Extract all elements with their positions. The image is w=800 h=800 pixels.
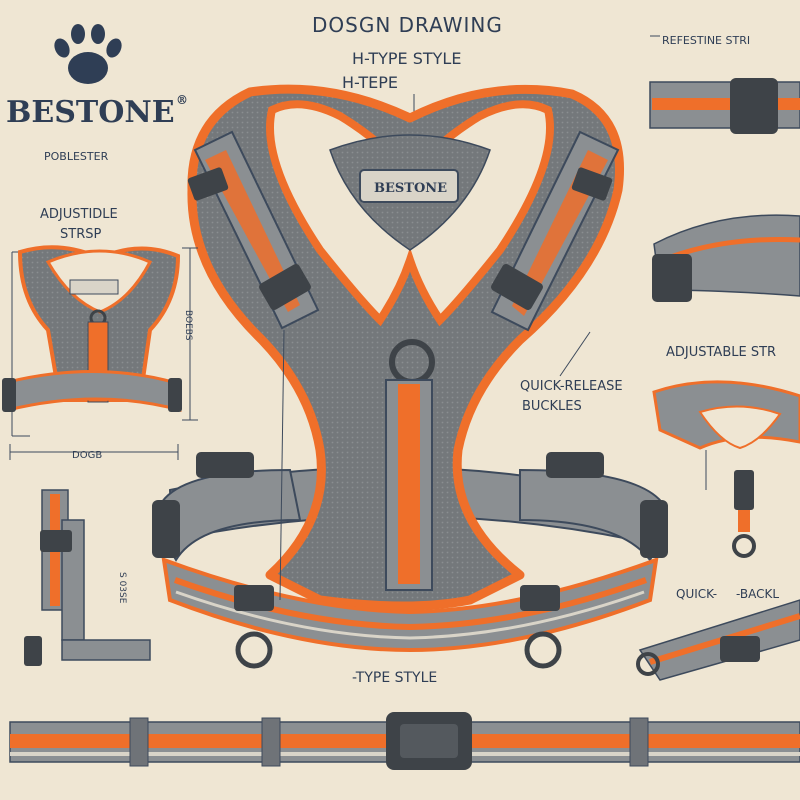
dimension-vertical-label: BOEBS: [183, 310, 193, 341]
header: DOSGN DRAWING H-TYPE STYLE H-TEPE: [312, 13, 503, 140]
brand-badge-text: BESTONE: [374, 181, 447, 196]
drawing-subtitle-1: H-TYPE STYLE: [352, 49, 461, 68]
bottom-left-slider: [234, 585, 274, 611]
reflective-strap-buckle: [730, 78, 778, 134]
adjustable-strap-label-1: ADJUSTIDLE: [40, 207, 118, 222]
bottom-right-slider: [520, 585, 560, 611]
quick-buckle-label-2: -BACKL: [736, 587, 779, 601]
right-upper-slider: [571, 167, 613, 201]
quick-release-label-1: QUICK-RELEASE: [520, 379, 623, 394]
bottom-left-ring: [235, 631, 273, 669]
adjustable-strap-label-2: STRSP: [60, 227, 101, 242]
drawing-subtitle-2: H-TEPE: [342, 73, 398, 92]
dimension-horizontal-label: DOGB: [72, 450, 102, 461]
type-style-label: -TYPE STYLE: [352, 670, 437, 686]
top-left-belt-buckle: [196, 452, 254, 478]
loop-band-buckle: [652, 254, 692, 302]
side-note-label: S 03SE: [117, 572, 127, 604]
quick-buckle-label: QUICK-: [676, 587, 717, 601]
left-upper-slider: [187, 167, 229, 201]
harness-belt-front: [158, 468, 302, 562]
reflective-strip-label: REFESTINE STRI: [662, 34, 750, 47]
right-details: REFESTINE STRI ADJUSTABLE STR QUICK-RELE…: [520, 34, 800, 681]
adjustable-strap-right-label: ADJUSTABLE STR: [666, 345, 776, 360]
brand-block: BESTONE ® POBLESTER: [6, 24, 188, 163]
quick-release-label-2: BUCKLES: [522, 399, 582, 414]
side-strap-detail: S 03SE: [24, 489, 151, 666]
top-right-belt-buckle: [546, 452, 604, 478]
left-slider-buckle: [259, 263, 311, 311]
brand-badge: [359, 169, 459, 203]
right-slider-buckle: [491, 263, 543, 311]
brand-logo-text: BESTONE: [6, 95, 175, 130]
paw-icon: [54, 24, 122, 84]
left-belt-buckle: [152, 500, 180, 558]
registered-mark: ®: [176, 93, 188, 107]
drawing-title: DOSGN DRAWING: [312, 13, 503, 37]
bottom-strap: [9, 712, 800, 770]
bottom-right-ring: [524, 631, 562, 669]
main-harness: BESTONE: [152, 84, 668, 669]
mini-harness-left: ADJUSTIDLE STRSP BOEBS DOGB: [2, 207, 198, 461]
right-belt-buckle: [640, 500, 668, 558]
material-label: POBLESTER: [44, 150, 109, 163]
